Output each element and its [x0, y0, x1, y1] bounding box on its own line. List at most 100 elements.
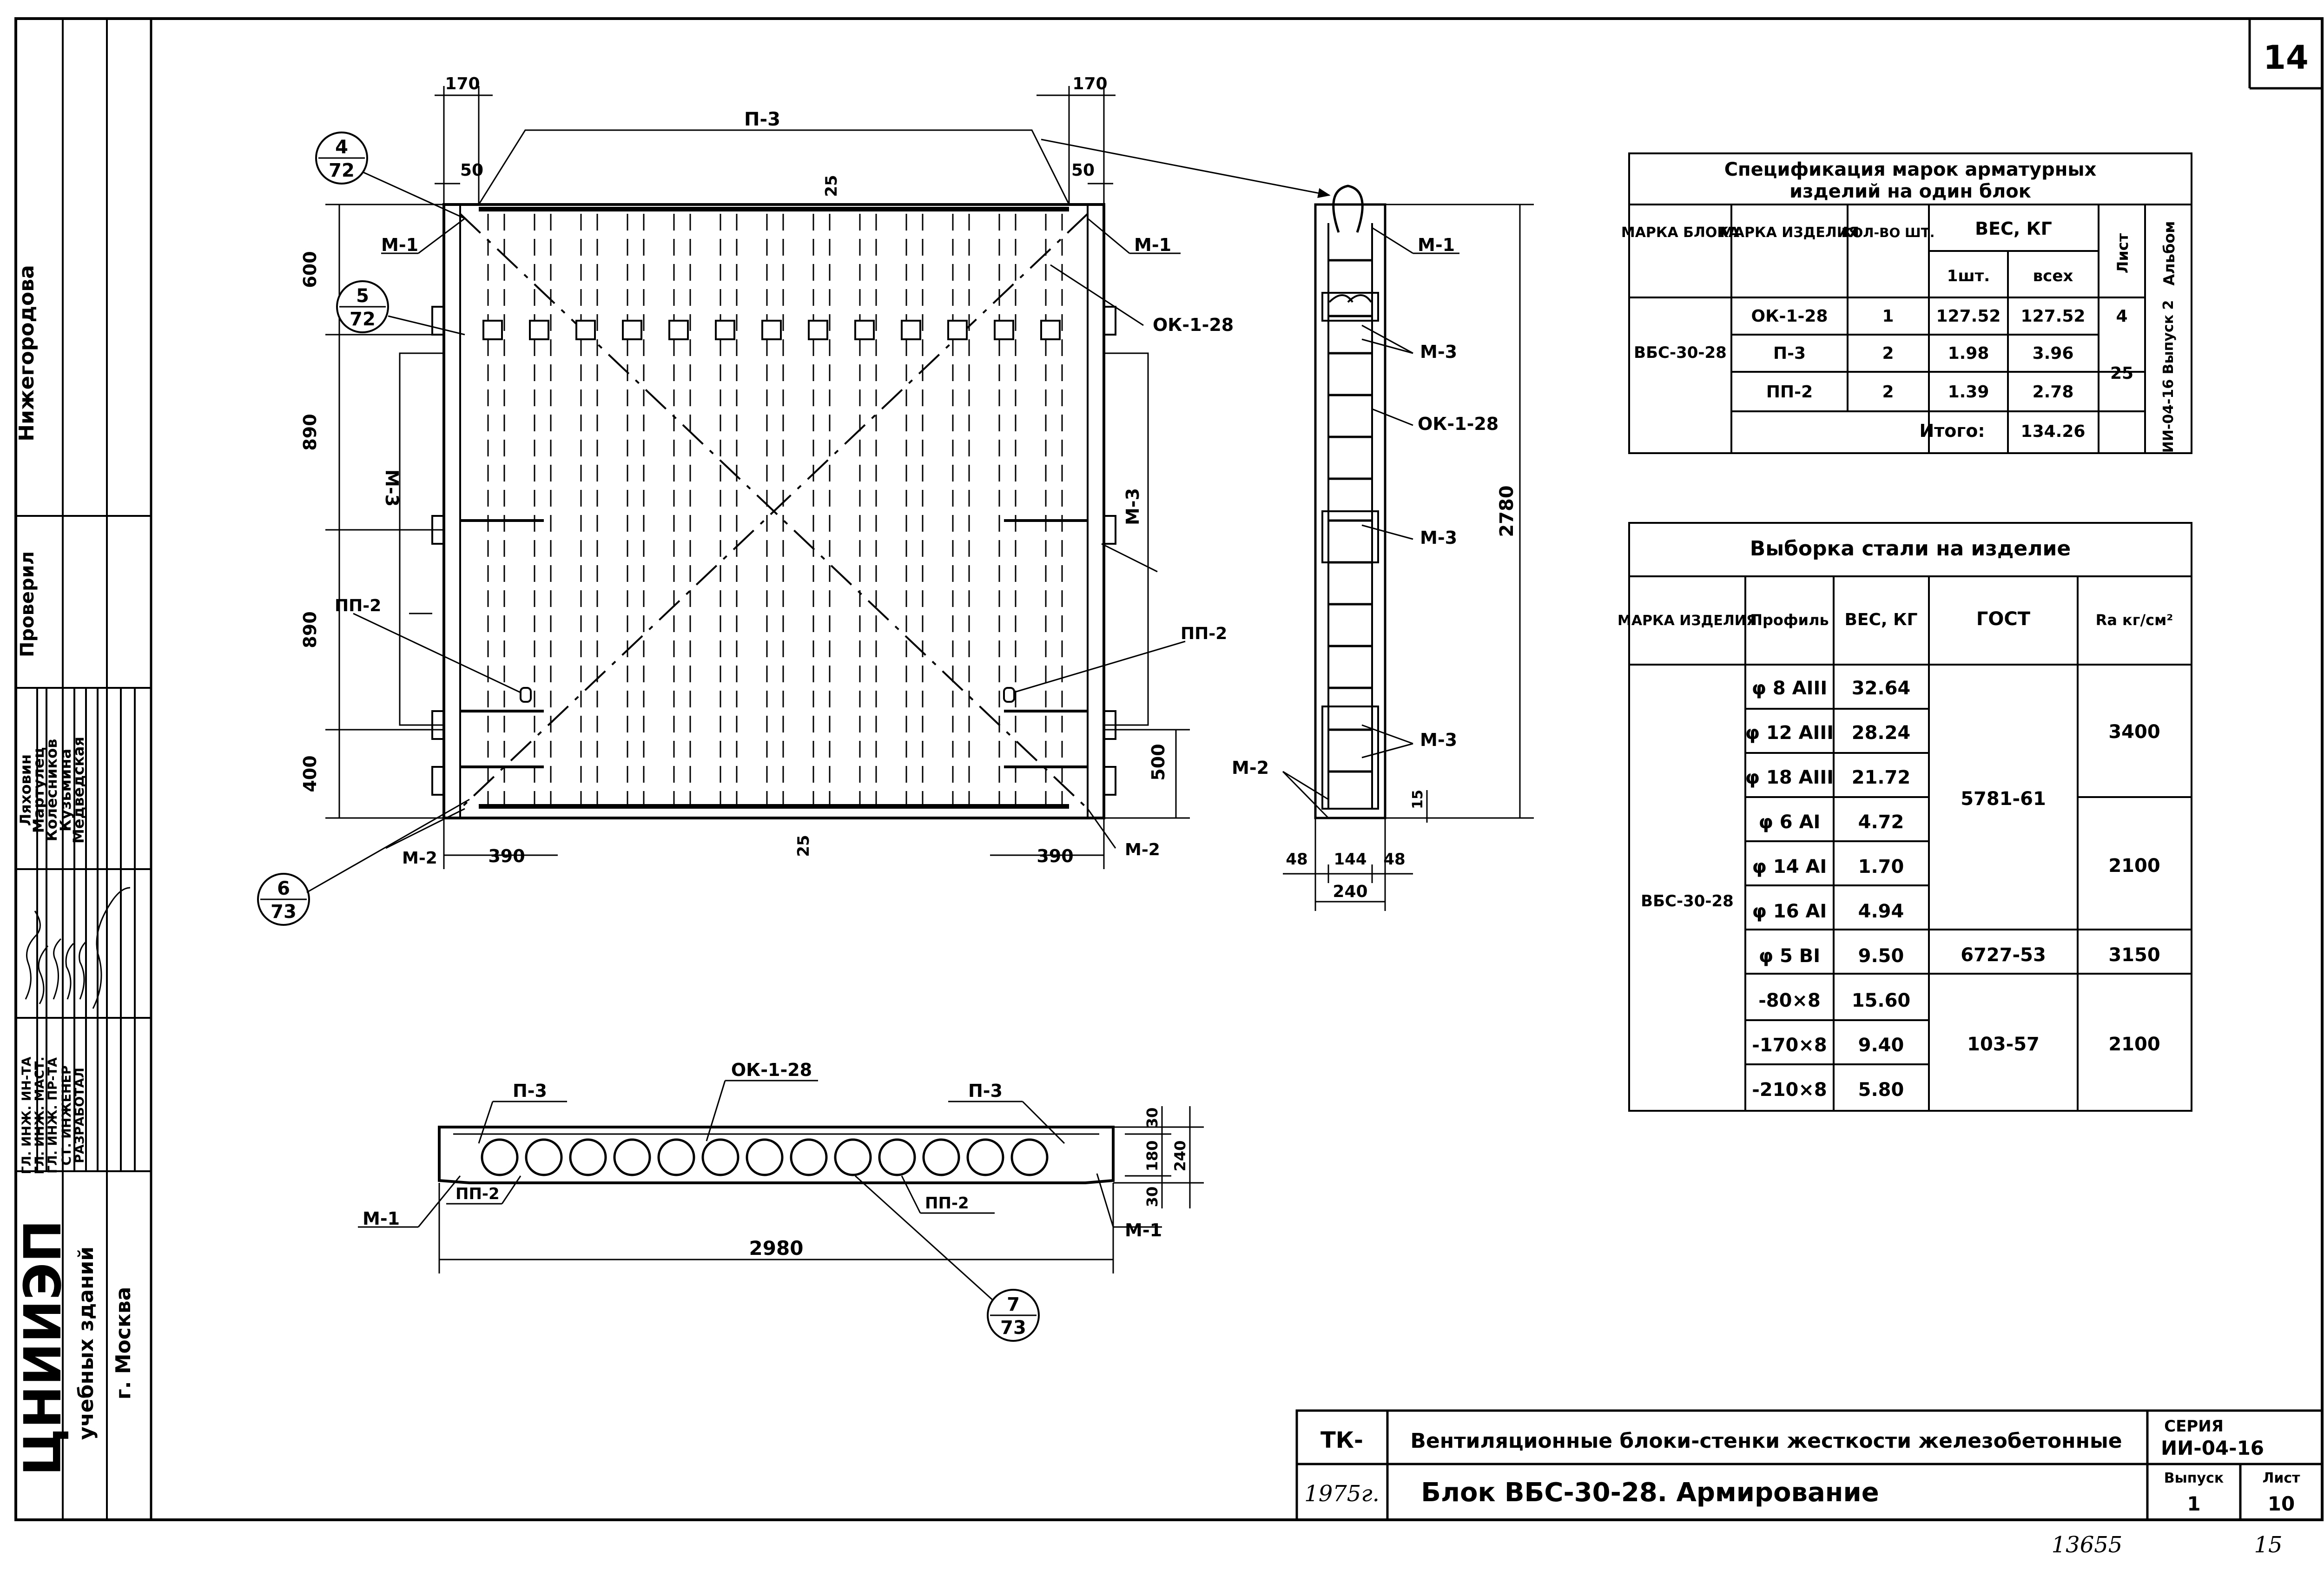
dim-top-170-right: 170	[1072, 74, 1107, 93]
label-pp2-right: ПП-2	[1181, 624, 1227, 643]
steel-ra-label: 3150	[2108, 944, 2160, 966]
steel-row-weight: 32.64	[1852, 678, 1911, 699]
dim-top-50-left: 50	[460, 161, 483, 180]
spec-row-2-sheet: 25	[2110, 364, 2133, 383]
label-m3-right: М-3	[1122, 488, 1143, 525]
spec-h-one: 1шт.	[1947, 267, 1990, 285]
city-label: Нижегородова	[15, 265, 39, 442]
dim-right-500: 500	[1148, 744, 1169, 780]
steel-row-weight: 9.40	[1858, 1035, 1904, 1056]
label-m2-left: М-2	[402, 849, 437, 868]
checked-label: Проверил	[17, 551, 38, 657]
steel-ra-label: 2100	[2108, 855, 2160, 877]
front-leaders	[353, 218, 1186, 849]
steel-row-profile: φ 8 AIII	[1752, 678, 1828, 699]
side-view-outline	[1314, 185, 1386, 819]
label-m1-right: М-1	[1134, 235, 1171, 255]
plan-label-pp2-right: ПП-2	[925, 1194, 969, 1213]
front-dims-bottom	[443, 818, 1105, 869]
spec-row-2-item: П-3	[1773, 344, 1806, 363]
steel-row-weight: 15.60	[1852, 990, 1911, 1011]
steel-row-profile: -210×8	[1752, 1079, 1827, 1101]
dim-side-total: 240	[1333, 882, 1367, 901]
spec-h-sheet: Лист	[2114, 233, 2132, 273]
steel-row-weight: 28.24	[1852, 722, 1911, 744]
side-view: 2780 48 144 48 240 15 М-1 М-3 ОК-1-28 М-…	[1232, 185, 1534, 911]
callout-4-72-num: 4	[335, 137, 348, 158]
label-pp2-left: ПП-2	[335, 596, 381, 615]
steel-row-weight: 4.72	[1858, 811, 1904, 833]
plan-dim-30-bottom: 30	[1143, 1187, 1161, 1207]
steel-item: ВБС-30-28	[1641, 892, 1734, 910]
role-5: РАЗРАБОТАЛ	[73, 1068, 87, 1163]
plan-voids	[481, 1138, 1049, 1176]
front-dims-top	[435, 86, 1116, 204]
plan-dim-30-top: 30	[1143, 1108, 1161, 1128]
steel-h-item: МАРКА ИЗДЕЛИЯ	[1618, 613, 1757, 629]
issue-value: 1	[2187, 1492, 2200, 1515]
org-name: ЦНИИЭП	[13, 1220, 73, 1476]
steel-row-profile: -170×8	[1752, 1035, 1827, 1056]
p3-leader	[1041, 139, 1331, 198]
side-label-m1: М-1	[1418, 235, 1455, 255]
spec-row-3-one: 1.39	[1948, 383, 1989, 402]
plan-label-pp2-left: ПП-2	[456, 1185, 500, 1203]
side-dims	[1283, 204, 1534, 911]
callout-5-72: 5 72	[336, 280, 465, 336]
front-view-outline	[399, 203, 1149, 819]
name-5: Медведская	[70, 737, 87, 844]
steel-row-weight: 1.70	[1858, 856, 1904, 877]
spec-album: ИИ-04-16 Выпуск 2	[2160, 300, 2177, 453]
callout-4-72-den: 72	[329, 160, 355, 181]
stamp-names: Ляховин Мартулец Колесников Кузьмина Мед…	[17, 737, 87, 844]
plan-label-m1-left: М-1	[363, 1208, 400, 1229]
callout-7-73: 7 73	[987, 1289, 1040, 1342]
steel-ra-label: 2100	[2108, 1034, 2160, 1055]
plan-dims	[438, 1106, 1204, 1273]
spec-h-all: всех	[2033, 267, 2073, 285]
steel-gost-label: 5781-61	[1961, 788, 2046, 810]
name-4: Кузьмина	[57, 749, 74, 831]
steel-h-gost: ГОСТ	[1976, 608, 2031, 630]
label-ok-front: ОК-1-28	[1153, 315, 1234, 335]
rebar-p3-label: П-3	[744, 109, 780, 130]
label-m3-left: М-3	[382, 469, 402, 507]
footer-left: 13655	[2052, 1532, 2123, 1558]
spec-row-1-one: 127.52	[1936, 307, 2001, 326]
dim-top-50-right: 50	[1071, 161, 1095, 180]
front-view-anchor-bars	[460, 519, 1088, 768]
name-3: Колесников	[43, 739, 60, 842]
steel-title: Выборка стали на изделие	[1750, 537, 2071, 561]
callout-6-73: 6 73	[257, 798, 470, 926]
side-leaders	[1282, 227, 1459, 819]
steel-row-weight: 4.94	[1858, 901, 1904, 922]
plan-label-p3-right: П-3	[968, 1081, 1003, 1101]
spec-block: ВБС-30-28	[1634, 343, 1727, 362]
dim-top-25: 25	[822, 175, 841, 197]
steel-h-profile: Профиль	[1750, 611, 1829, 629]
callout-5-72-num: 5	[356, 285, 369, 307]
callout-7-73-num: 7	[1007, 1294, 1020, 1315]
org-line-3: г. Москва	[112, 1287, 135, 1400]
side-label-m3-bottom: М-3	[1420, 730, 1457, 750]
front-view-diagonals	[459, 213, 1089, 810]
dim-left-890-b: 890	[300, 611, 320, 648]
rebar-p3-line	[478, 129, 1070, 205]
name-1: Ляховин	[17, 754, 34, 826]
side-label-m3-mid: М-3	[1420, 528, 1457, 548]
spec-row-1-all: 127.52	[2021, 307, 2086, 326]
front-view: П-3 170 170 50 50 25 600 890 890 400	[257, 74, 1331, 926]
spec-total: 134.26	[2021, 422, 2086, 441]
steel-gost-label: 103-57	[1967, 1034, 2040, 1055]
side-view-stirrups	[1328, 259, 1372, 773]
handwritten-signatures	[25, 887, 131, 1009]
steel-row-profile: φ 18 AIII	[1745, 767, 1834, 788]
role-3: ГЛ. ИНЖ. ПР-ТА	[46, 1057, 60, 1174]
front-view-hidden-channels	[487, 214, 1063, 804]
steel-h-weight: ВЕС, КГ	[1844, 610, 1917, 629]
role-1: ГЛ. ИНЖ. ИН-ТА	[20, 1056, 34, 1174]
steel-row-weight: 21.72	[1852, 767, 1911, 788]
